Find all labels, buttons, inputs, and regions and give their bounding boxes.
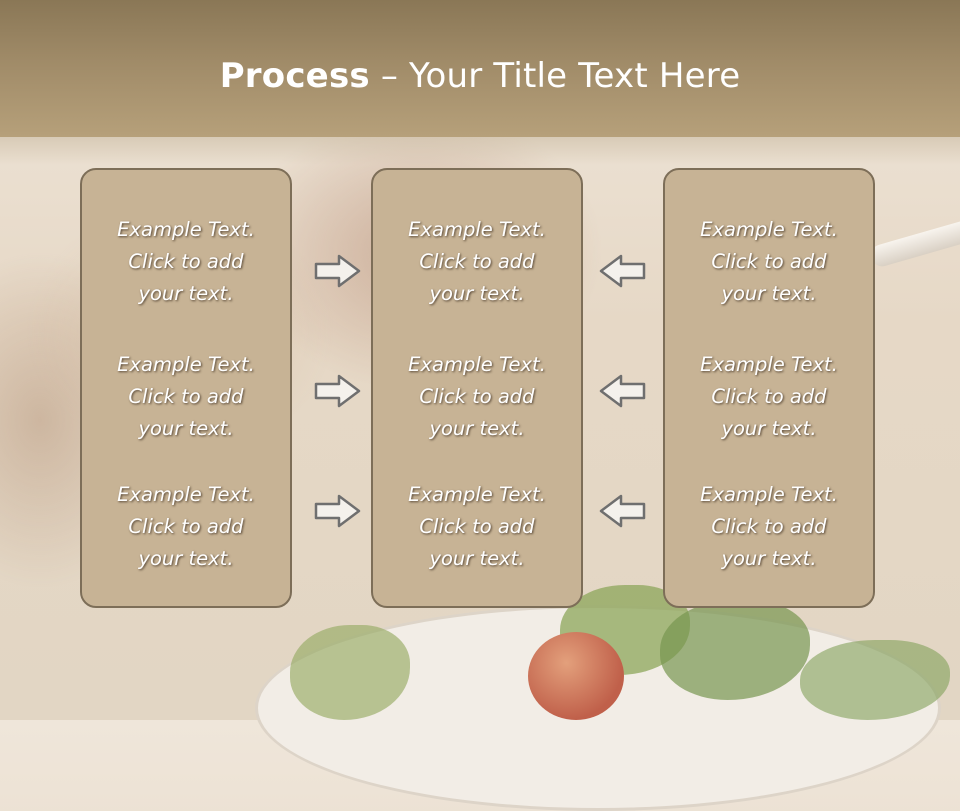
text-line: your text. — [138, 282, 234, 305]
text-line: your text. — [429, 547, 525, 570]
left-arrow-icon — [599, 254, 646, 288]
text-line: Click to add — [128, 385, 244, 408]
salad-leaf — [290, 625, 410, 720]
title-bar-shadow — [0, 137, 960, 165]
left-arrow-icon — [599, 494, 646, 528]
slide-title[interactable]: Process – Your Title Text Here — [0, 56, 960, 96]
process-panel-center[interactable]: Example Text. Click to add your text. Ex… — [371, 168, 583, 608]
text-line: your text. — [429, 417, 525, 440]
text-line: Click to add — [128, 250, 244, 273]
text-line: your text. — [721, 547, 817, 570]
text-line: Example Text. — [700, 483, 838, 506]
process-panel-right[interactable]: Example Text. Click to add your text. Ex… — [663, 168, 875, 608]
text-line: your text. — [138, 547, 234, 570]
text-block[interactable]: Example Text. Click to add your text. — [665, 479, 873, 575]
text-block[interactable]: Example Text. Click to add your text. — [373, 479, 581, 575]
left-arrow-icon — [599, 374, 646, 408]
text-line: Click to add — [419, 515, 535, 538]
salad-leaf — [660, 600, 810, 700]
tomato-image — [528, 632, 624, 720]
text-line: your text. — [721, 282, 817, 305]
text-line: your text. — [721, 417, 817, 440]
text-line: Example Text. — [117, 483, 255, 506]
text-line: Example Text. — [408, 218, 546, 241]
text-line: Click to add — [711, 385, 827, 408]
title-bold: Process — [219, 56, 370, 96]
text-line: Example Text. — [700, 218, 838, 241]
text-line: Click to add — [128, 515, 244, 538]
text-line: Click to add — [419, 250, 535, 273]
title-rest: – Your Title Text Here — [369, 56, 741, 96]
process-panel-left[interactable]: Example Text. Click to add your text. Ex… — [80, 168, 292, 608]
text-line: Example Text. — [408, 353, 546, 376]
text-block[interactable]: Example Text. Click to add your text. — [665, 214, 873, 310]
text-block[interactable]: Example Text. Click to add your text. — [82, 214, 290, 310]
right-arrow-icon — [314, 494, 361, 528]
text-line: Click to add — [711, 515, 827, 538]
text-line: your text. — [429, 282, 525, 305]
right-arrow-icon — [314, 254, 361, 288]
text-line: Example Text. — [408, 483, 546, 506]
right-arrow-icon — [314, 374, 361, 408]
text-block[interactable]: Example Text. Click to add your text. — [373, 214, 581, 310]
text-block[interactable]: Example Text. Click to add your text. — [373, 349, 581, 445]
title-bar — [0, 0, 960, 137]
fork-image — [869, 217, 960, 269]
text-block[interactable]: Example Text. Click to add your text. — [82, 349, 290, 445]
text-line: Example Text. — [117, 218, 255, 241]
salad-leaf — [800, 640, 950, 720]
text-line: Example Text. — [117, 353, 255, 376]
text-line: your text. — [138, 417, 234, 440]
text-line: Example Text. — [700, 353, 838, 376]
text-block[interactable]: Example Text. Click to add your text. — [665, 349, 873, 445]
text-block[interactable]: Example Text. Click to add your text. — [82, 479, 290, 575]
text-line: Click to add — [711, 250, 827, 273]
text-line: Click to add — [419, 385, 535, 408]
